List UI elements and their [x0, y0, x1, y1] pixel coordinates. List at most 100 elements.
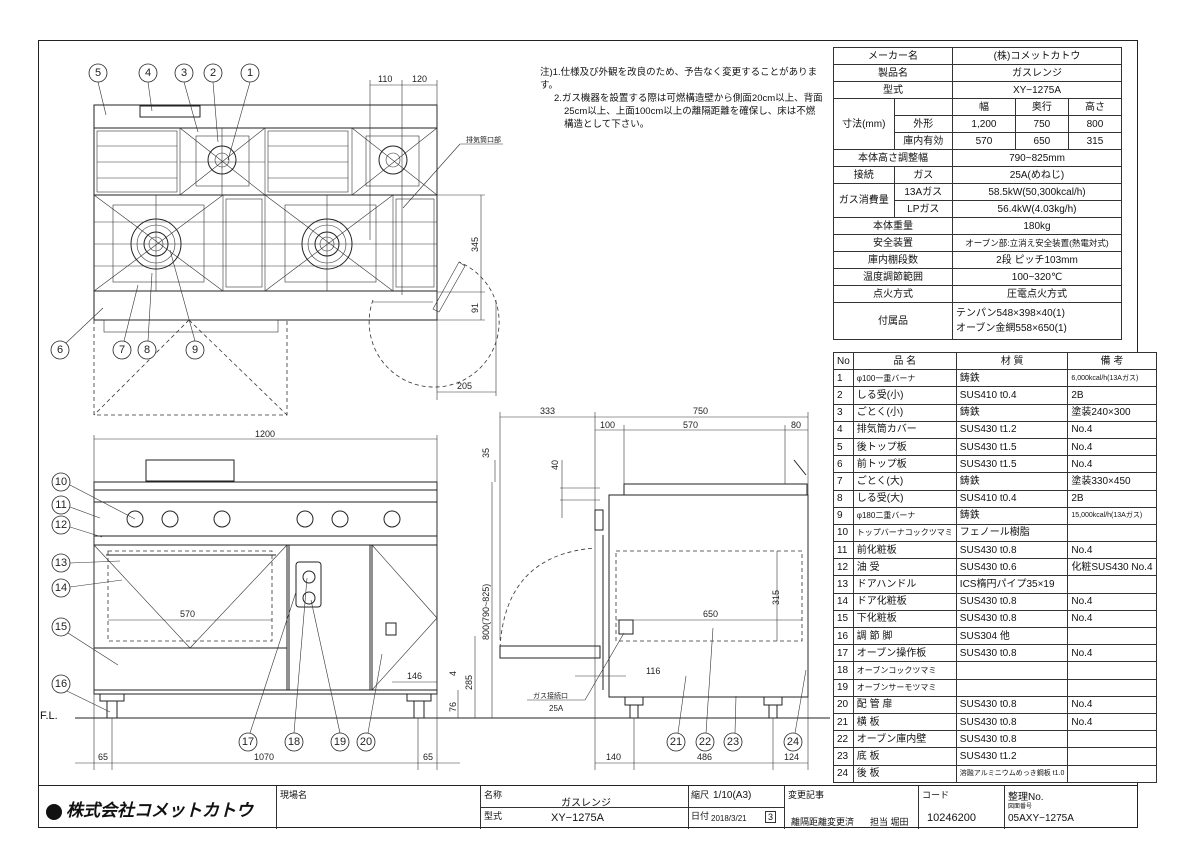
part-no: 7	[833, 472, 854, 491]
balloon-5: 5	[88, 63, 108, 83]
large-burner	[130, 218, 182, 270]
part-name: ごとく(大)	[852, 472, 957, 491]
part-name: 後トップ板	[852, 437, 957, 457]
burner-knob[interactable]	[383, 510, 401, 528]
part-name: オーブンコックツマミ	[852, 661, 957, 680]
spec-label: 外形	[893, 115, 954, 133]
burner-knob[interactable]	[331, 510, 349, 528]
balloon-1: 1	[240, 63, 260, 83]
dim-100: 100	[600, 420, 615, 430]
spec-value: 100~320℃	[952, 268, 1122, 286]
part-note: 15,000kcal/h(13Aガス)	[1067, 506, 1157, 525]
burner-knob[interactable]	[213, 510, 231, 528]
svg-text:3: 3	[181, 67, 187, 79]
spec-value: 1,200	[952, 115, 1016, 133]
svg-text:20: 20	[360, 736, 372, 748]
part-note: 2B	[1067, 489, 1157, 508]
balloon-24: 24	[783, 732, 803, 752]
burner-knob[interactable]	[296, 510, 314, 528]
drawing-no-label: 整理No.	[1008, 792, 1044, 803]
part-name: 横 板	[852, 712, 957, 732]
svg-text:11: 11	[55, 499, 66, 511]
gas-inlet-size: 25A	[549, 704, 564, 713]
control-panel	[93, 501, 438, 537]
part-note: No.4	[1067, 420, 1157, 439]
svg-text:17: 17	[242, 736, 254, 748]
spec-label: 点火方式	[833, 285, 953, 303]
site-label: 現場名	[280, 790, 308, 800]
part-note: No.4	[1067, 712, 1157, 732]
part-note: 塗装240×300	[1067, 403, 1157, 422]
oven-thermo-knob[interactable]	[302, 591, 316, 605]
balloon-2: 2	[203, 63, 223, 83]
svg-text:8: 8	[144, 344, 150, 356]
exhaust-cover-front	[145, 459, 235, 482]
top-view: 排気筒口部 110 120 345 91 205	[93, 74, 503, 416]
svg-text:1: 1	[247, 67, 253, 79]
dim-285: 285	[464, 675, 474, 690]
exhaust-cover	[139, 105, 201, 118]
part-name: しる受(大)	[852, 489, 957, 508]
svg-text:19: 19	[334, 736, 346, 748]
part-name: ごとく(小)	[852, 403, 957, 422]
small-burner	[207, 145, 237, 175]
dim-333: 333	[540, 406, 555, 416]
change-label: 変更記事	[788, 790, 825, 800]
model-value: XY−1275A	[551, 812, 604, 824]
svg-text:14: 14	[55, 582, 67, 594]
balloon-8: 8	[137, 340, 157, 360]
part-material: SUS304 他	[955, 626, 1069, 646]
oven-door[interactable]	[93, 544, 288, 649]
spec-value: 2段 ピッチ103mm	[952, 251, 1122, 269]
dim-1070: 1070	[254, 752, 274, 762]
svg-text:18: 18	[288, 736, 300, 748]
part-no: 18	[833, 661, 854, 680]
dim-650: 650	[703, 609, 718, 619]
svg-text:21: 21	[670, 736, 682, 748]
spec-label: メーカー名	[833, 47, 953, 65]
part-no: 23	[833, 747, 854, 766]
burner-knob[interactable]	[126, 510, 144, 528]
part-name: φ100一重バーナ	[852, 369, 957, 388]
scale-label: 縮尺	[691, 790, 710, 800]
part-name: 前トップ板	[852, 455, 957, 474]
exhaust-label: 排気筒口部	[466, 135, 501, 144]
code-value: 10246200	[927, 812, 976, 824]
dim-header: 幅	[952, 98, 1016, 116]
model-label: 型式	[484, 811, 503, 821]
part-material: SUS430 t1.5	[955, 455, 1069, 474]
spec-label: 本体高さ調整幅	[833, 149, 953, 167]
burner-knob[interactable]	[161, 510, 179, 528]
part-name: 油 受	[852, 558, 957, 577]
spec-label: 型式	[833, 81, 953, 99]
dim-80: 80	[791, 420, 801, 430]
spec-value: (株)コメットカトウ	[952, 47, 1122, 65]
piping-door[interactable]	[371, 544, 438, 691]
part-material: SUS430 t0.8	[955, 541, 1069, 560]
spec-label: 接続	[833, 166, 895, 184]
dim-header: 高さ	[1067, 98, 1123, 116]
spec-value: 650	[1014, 132, 1069, 150]
svg-text:15: 15	[55, 621, 67, 633]
oven-cock-knob[interactable]	[302, 570, 316, 584]
parts-header-no: No	[833, 351, 854, 371]
part-note: 6,000kcal/h(13Aガス)	[1067, 369, 1157, 388]
dim-345: 345	[470, 237, 480, 252]
part-no: 21	[833, 712, 854, 732]
part-note	[1067, 747, 1157, 766]
accessory-1: テンパン548×398×40(1)	[956, 308, 1065, 319]
drawing-no-sublabel: 図面番号	[1008, 804, 1033, 810]
balloon-10: 10	[51, 472, 71, 492]
floor-line-label: F.L.	[40, 710, 58, 722]
dim-750: 750	[693, 406, 708, 416]
drawing-no-value: 05AXY−1275A	[1008, 813, 1074, 824]
balloon-21: 21	[666, 732, 686, 752]
dim-486: 486	[697, 752, 712, 762]
large-burner	[301, 218, 353, 270]
